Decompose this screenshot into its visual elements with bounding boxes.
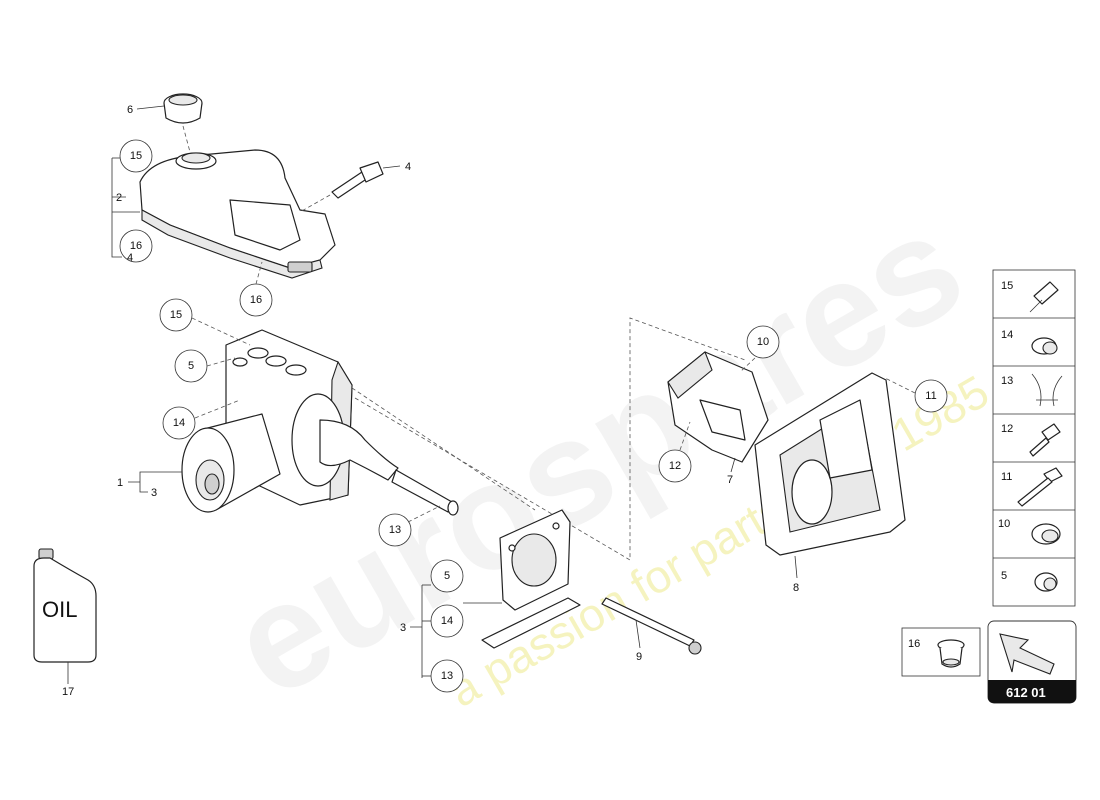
extra-part-box: 16 (901, 627, 981, 677)
callout-7: 7 (727, 474, 733, 486)
callout-3-unit: 3 (151, 487, 157, 499)
callout-2: 2 (116, 192, 122, 204)
svg-text:10: 10 (998, 518, 1010, 530)
seal-strip (481, 597, 581, 649)
level-sensor (331, 161, 384, 199)
callout-13-rod: 13 (378, 513, 412, 547)
callout-6: 6 (127, 104, 133, 116)
arrow-icon (999, 633, 1055, 675)
svg-text:10: 10 (757, 336, 769, 348)
parts-legend: 15 14 13 12 (992, 269, 1076, 607)
legend-row-14: 14 (993, 329, 1075, 367)
callout-8: 8 (793, 582, 799, 594)
locating-pin (601, 597, 702, 655)
callout-9: 9 (636, 651, 642, 663)
svg-text:12: 12 (669, 460, 681, 472)
oil-bottle: OIL (33, 548, 97, 663)
callout-10: 10 (746, 325, 780, 359)
callout-15-unit: 15 (159, 298, 193, 332)
callout-16-tank: 16 (119, 229, 153, 263)
callout-3-kit: 3 (400, 622, 406, 634)
bushing-icon (1034, 572, 1058, 592)
brake-control-unit (181, 329, 459, 516)
svg-text:14: 14 (173, 417, 185, 429)
svg-text:12: 12 (1001, 423, 1013, 435)
mounting-frame (754, 372, 906, 556)
reservoir-tank (139, 149, 336, 279)
grommet-icon (1031, 337, 1058, 355)
nut-icon (1031, 523, 1061, 545)
svg-text:11: 11 (925, 390, 936, 402)
fitting-icon (1029, 281, 1059, 313)
legend-row-13: 13 (993, 373, 1075, 415)
svg-text:13: 13 (1001, 375, 1013, 387)
legend-row-10: 10 (993, 518, 1075, 559)
long-bolt-icon (1017, 467, 1063, 507)
svg-text:14: 14 (441, 615, 453, 627)
callout-16-outlet: 16 (239, 283, 273, 317)
svg-text:5: 5 (1001, 570, 1007, 582)
svg-text:14: 14 (1001, 329, 1013, 341)
svg-text:11: 11 (1001, 471, 1012, 483)
catalog-number: 612 01 (1006, 685, 1046, 700)
callout-11: 11 (914, 379, 948, 413)
catalog-reference: 612 01 (987, 620, 1077, 704)
callout-17: 17 (62, 686, 74, 698)
svg-text:15: 15 (130, 150, 142, 162)
cap-fitting-icon (937, 639, 965, 668)
legend-row-15: 15 (993, 280, 1075, 319)
svg-text:5: 5 (444, 570, 450, 582)
callout-5-kit: 5 (430, 559, 464, 593)
callout-14-unit: 14 (162, 406, 196, 440)
reservoir-cap (163, 93, 203, 124)
svg-text:13: 13 (389, 524, 401, 536)
callout-1: 1 (117, 477, 123, 489)
bolt-icon (1029, 423, 1061, 457)
svg-text:15: 15 (1001, 280, 1013, 292)
legend-row-5: 5 (1001, 570, 1058, 592)
svg-text:16: 16 (250, 294, 262, 306)
legend-row-11: 11 (993, 467, 1075, 511)
oil-label: OIL (42, 597, 77, 622)
extra-part-number: 16 (908, 638, 920, 650)
callout-4-lower: 4 (127, 252, 133, 264)
gasket-plate (499, 509, 571, 611)
svg-text:15: 15 (170, 309, 182, 321)
mounting-bracket (667, 351, 769, 463)
svg-text:13: 13 (441, 670, 453, 682)
callout-13-kit: 13 (430, 659, 464, 693)
callout-15-tank: 15 (119, 139, 153, 173)
svg-text:16: 16 (130, 240, 142, 252)
svg-text:5: 5 (188, 360, 194, 372)
callout-12: 12 (658, 449, 692, 483)
legend-row-12: 12 (993, 423, 1075, 463)
callout-4-sensor: 4 (405, 161, 411, 173)
callout-5-unit: 5 (174, 349, 208, 383)
clip-icon (1031, 373, 1063, 407)
callout-14-kit: 14 (430, 604, 464, 638)
